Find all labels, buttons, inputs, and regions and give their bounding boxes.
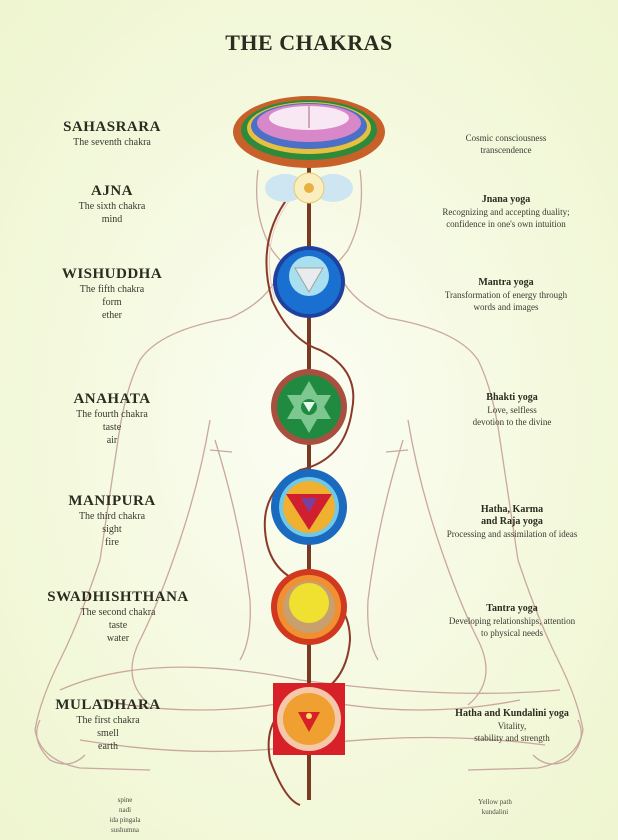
yoga-desc: Cosmic consciousness — [465, 133, 547, 143]
chakra-element: earth — [98, 741, 118, 752]
yoga-name: Bhakti yoga — [486, 392, 538, 403]
chakra-name: WISHUDDHA — [61, 266, 163, 282]
yoga-name: Mantra yoga — [478, 277, 534, 288]
yoga-label-ajna: Jnana yoga Recognizing and accepting dua… — [406, 194, 606, 230]
chakra-label-swadhishthana: SWADHISHTHANA The second chakra taste wa… — [18, 588, 218, 645]
chakra-sense: sight — [102, 524, 122, 535]
anahata-symbol — [271, 369, 347, 445]
footer-line: nadi — [118, 806, 132, 814]
chakra-label-anahata: ANAHATA The fourth chakra taste air — [12, 390, 212, 447]
chakra-label-sahasrara: SAHASRARA The seventh chakra — [12, 118, 212, 149]
chakra-ordinal: The fifth chakra — [79, 284, 145, 295]
chakra-name: MANIPURA — [68, 493, 156, 509]
chakra-sense: taste — [108, 620, 128, 631]
chakra-sense: taste — [102, 422, 122, 433]
footer-line: Yellow path — [478, 798, 512, 806]
sahasrara-symbol — [233, 96, 385, 168]
nadi-highlight — [268, 196, 293, 301]
chakra-ordinal: The second chakra — [80, 607, 156, 618]
yoga-desc: to physical needs — [481, 628, 543, 638]
chakra-sense: smell — [97, 728, 119, 739]
yoga-label-swadhishthana: Tantra yoga Developing relationships, at… — [412, 603, 612, 639]
muladhara-symbol — [273, 683, 345, 755]
chakra-sense: form — [102, 297, 122, 308]
chakra-ordinal: The first chakra — [76, 715, 140, 726]
footer-note-right: Yellow path kundalini — [455, 797, 535, 817]
chakra-element: air — [106, 435, 118, 446]
yoga-label-sahasrara: Cosmic consciousness transcendence — [406, 132, 606, 156]
yoga-name: Tantra yoga — [486, 603, 538, 614]
chakra-label-vishuddha: WISHUDDHA The fifth chakra form ether — [12, 265, 212, 322]
yoga-desc: Recognizing and accepting duality; — [442, 207, 570, 217]
chakra-ordinal: The third chakra — [78, 511, 146, 522]
yoga-desc: Love, selfless — [487, 405, 537, 415]
yoga-name-cont: and Raja yoga — [481, 516, 543, 527]
chakra-element: water — [106, 633, 130, 644]
footer-line: kundalini — [481, 808, 509, 816]
chakra-ordinal: The sixth chakra — [78, 201, 146, 212]
chakra-name: AJNA — [91, 183, 133, 199]
yoga-name: Jnana yoga — [481, 194, 531, 205]
yoga-name: Hatha and Kundalini yoga — [455, 708, 569, 719]
footer-line: spine — [117, 796, 133, 804]
yoga-desc: Transformation of energy through — [444, 290, 568, 300]
footer-line: ida pingala — [109, 816, 141, 824]
yoga-desc: confidence in one's own intuition — [446, 219, 566, 229]
yoga-desc: Developing relationships, attention — [448, 616, 576, 626]
chakra-label-muladhara: MULADHARA The first chakra smell earth — [8, 696, 208, 753]
chakra-name: MULADHARA — [55, 697, 161, 713]
yoga-label-muladhara: Hatha and Kundalini yoga Vitality, stabi… — [412, 708, 612, 744]
manipura-symbol — [271, 469, 347, 545]
footer-line: sushumna — [111, 826, 139, 834]
chakra-ordinal: The fourth chakra — [76, 409, 148, 420]
ajna-symbol — [265, 172, 353, 204]
chakra-ordinal: The seventh chakra — [73, 137, 151, 148]
chakra-element: ether — [102, 310, 122, 321]
page-title: THE CHAKRAS — [225, 30, 393, 55]
vishuddha-symbol — [273, 246, 345, 318]
swadhishthana-symbol — [271, 569, 347, 645]
chakra-name: SAHASRARA — [63, 119, 161, 135]
yoga-desc: Processing and assimilation of ideas — [446, 529, 578, 539]
yoga-label-manipura: Hatha, Karma and Raja yoga Processing an… — [412, 504, 612, 540]
yoga-name: Hatha, Karma — [480, 504, 544, 515]
chakra-name: SWADHISHTHANA — [47, 589, 189, 605]
yoga-desc: words and images — [473, 302, 539, 312]
chakra-element: fire — [105, 537, 119, 548]
footer-note-left: spine nadi ida pingala sushumna — [90, 795, 160, 835]
yoga-desc: Vitality, — [497, 721, 527, 731]
yoga-label-anahata: Bhakti yoga Love, selfless devotion to t… — [412, 392, 612, 428]
yoga-desc: devotion to the divine — [472, 417, 552, 427]
yoga-label-vishuddha: Mantra yoga Transformation of energy thr… — [406, 277, 606, 313]
chakra-label-ajna: AJNA The sixth chakra mind — [12, 182, 212, 226]
chakra-name: ANAHATA — [73, 391, 151, 407]
yoga-desc: stability and strength — [474, 733, 550, 743]
chakra-sense: mind — [101, 214, 123, 225]
chakra-label-manipura: MANIPURA The third chakra sight fire — [12, 492, 212, 549]
yoga-desc: transcendence — [480, 145, 532, 155]
